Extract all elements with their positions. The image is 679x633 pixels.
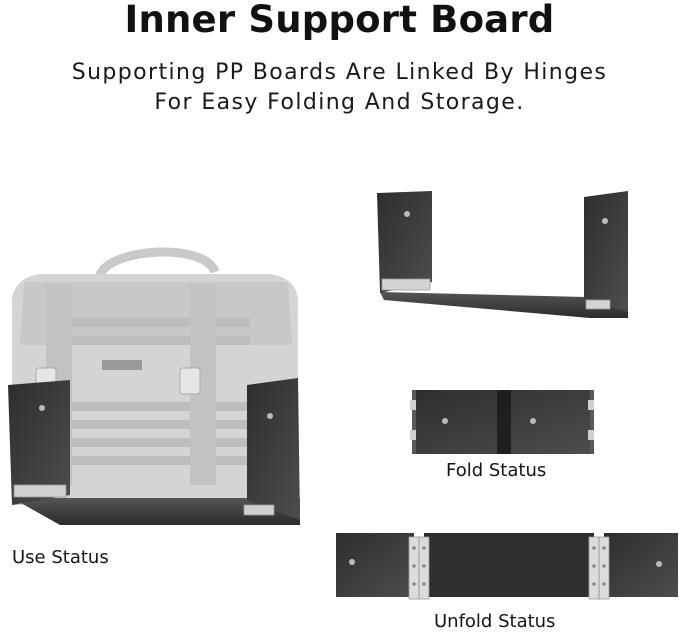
page-title: Inner Support Board [124,0,555,41]
hinge-left [408,536,430,600]
subtitle-line-1: Supporting PP Boards Are Linked By Hinge… [71,60,608,85]
use-status-caption: Use Status [12,547,109,568]
use-status-boards [8,378,300,525]
fold-status-boards [410,390,594,454]
unfold-status-boards [336,533,678,600]
subtitle-line-2: For Easy Folding And Storage. [154,90,525,115]
fold-status-caption: Fold Status [446,460,547,481]
unfold-status-caption: Unfold Status [434,611,556,632]
hinge-right [588,536,610,600]
page-subtitle: Supporting PP Boards Are Linked By Hinge… [0,58,679,118]
u-shape-boards [377,191,628,318]
